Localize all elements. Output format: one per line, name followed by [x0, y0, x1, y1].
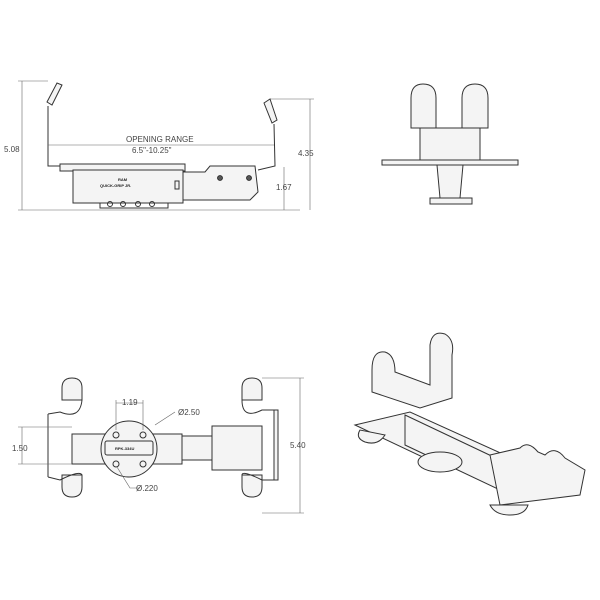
quick-grip-logo: QUICK-GRIP JR.: [100, 183, 131, 188]
isometric-view: [353, 332, 586, 516]
side-view: 5.08 4.35 1.67 OPENING RANGE 6.5"-10.25"…: [4, 80, 314, 211]
dimension-overall-length: 5.40: [290, 441, 306, 450]
dimension-base-width: 1.50: [12, 444, 28, 453]
plate-label: RPK-334U: [115, 446, 134, 451]
front-view: [381, 83, 519, 205]
dimension-ball-diameter: Ø2.50: [178, 408, 200, 417]
dimension-arm-height: 4.35: [298, 149, 314, 158]
ram-logo: RAM: [118, 177, 128, 182]
dimension-base-height: 1.67: [276, 183, 292, 192]
dimension-hole-diameter: Ø.220: [136, 484, 158, 493]
opening-range-label: OPENING RANGE: [126, 135, 194, 144]
dimension-hole-spacing: 1.19: [122, 398, 138, 407]
top-view: RPK-334U 1.19 Ø2.50 1.50 5.40 Ø.220: [12, 377, 306, 514]
dimension-overall-height: 5.08: [4, 145, 20, 154]
opening-range-value: 6.5"-10.25": [132, 146, 172, 155]
